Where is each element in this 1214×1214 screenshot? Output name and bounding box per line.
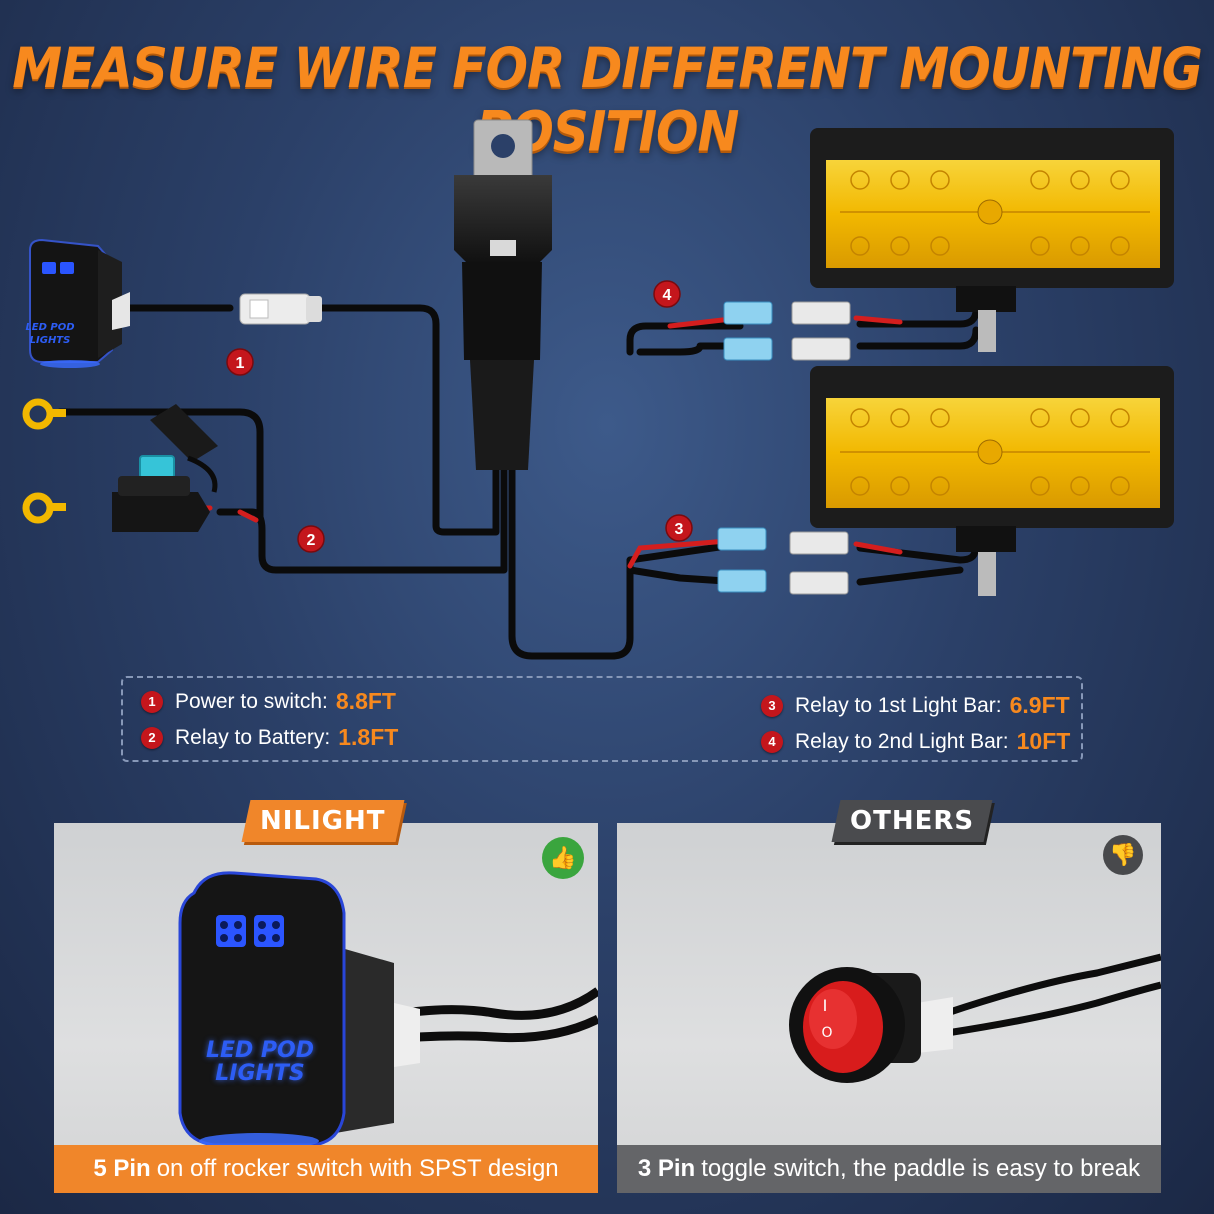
marker-4: 4 [653,280,681,308]
ring-terminal-bottom [22,492,66,524]
legend-item-1: 1 Power to switch: 8.8FT [141,688,396,715]
rocker-switch [29,238,130,368]
switch-connector [239,293,322,325]
wire-length-legend: 1 Power to switch: 8.8FT 2 Relay to Batt… [121,676,1083,762]
light-bar-1 [810,128,1174,352]
marker-3: 3 [665,514,693,542]
legend-value-3: 6.9FT [1009,692,1070,718]
fuse-holder [112,404,218,532]
toggle-on-mark: I [823,996,828,1015]
wire-harness [56,304,980,660]
legend-label-3: Relay to 1st Light Bar: [795,693,1002,717]
nilight-panel: LED POD LIGHTS 👍 5 Pin on off rocker swi… [54,823,598,1193]
others-panel: I O 👎 3 Pin toggle switch, the paddle is… [617,823,1161,1193]
toggle-switch-photo: I O [789,953,1161,1083]
nilight-caption-bold: 5 Pin [93,1155,151,1182]
legend-item-2: 2 Relay to Battery: 1.8FT [141,724,398,751]
ring-terminal-top [22,398,66,430]
switch-label-line1: LED POD [25,322,74,333]
wiring-diagram: LED POD LIGHTS [22,119,1174,660]
marker-1: 1 [226,348,254,376]
toggle-off-mark: O [821,1025,832,1041]
legend-marker-4: 4 [761,730,783,753]
rocker-switch-text-line1: LED POD [205,1038,315,1063]
others-caption-bold: 3 Pin [637,1155,696,1182]
rocker-switch-photo [178,871,598,1145]
rocker-switch-text: LED POD LIGHTS [180,1039,340,1085]
legend-label-1: Power to switch: [175,689,328,713]
marker-2: 2 [297,525,325,553]
legend-marker-1: 1 [141,690,163,713]
svg-text:1: 1 [236,355,245,372]
light-bar-2 [810,366,1174,596]
legend-value-2: 1.8FT [338,724,399,750]
svg-text:3: 3 [675,521,684,538]
spade-connectors [717,301,851,595]
legend-marker-3: 3 [761,694,783,717]
thumbs-down-icon: 👎 [1103,835,1143,875]
nilight-caption: 5 Pin on off rocker switch with SPST des… [54,1145,598,1193]
headline: MEASURE WIRE FOR DIFFERENT MOUNTING POSI… [12,36,1203,164]
legend-value-1: 8.8FT [335,688,396,714]
others-tag-text: OTHERS [850,806,975,836]
svg-text:2: 2 [307,532,316,549]
thumbs-up-icon: 👍 [542,837,584,879]
nilight-caption-text: on off rocker switch with SPST design [156,1155,559,1182]
others-caption-text: toggle switch, the paddle is easy to bre… [701,1155,1141,1182]
others-caption: 3 Pin toggle switch, the paddle is easy … [617,1145,1161,1193]
rocker-switch-text-line2: LIGHTS [215,1061,305,1087]
svg-text:4: 4 [663,287,672,304]
nilight-tag: NILIGHT [241,800,404,842]
legend-value-4: 10FT [1016,728,1071,754]
relay [454,119,552,470]
others-tag: OTHERS [831,800,993,842]
switch-label-line2: LIGHTS [30,335,71,346]
legend-label-4: Relay to 2nd Light Bar: [795,729,1009,753]
legend-label-2: Relay to Battery: [175,725,331,749]
legend-item-3: 3 Relay to 1st Light Bar: 6.9FT [761,692,1070,719]
nilight-tag-text: NILIGHT [260,806,386,836]
legend-item-4: 4 Relay to 2nd Light Bar: 10FT [761,728,1070,755]
legend-marker-2: 2 [141,726,163,749]
